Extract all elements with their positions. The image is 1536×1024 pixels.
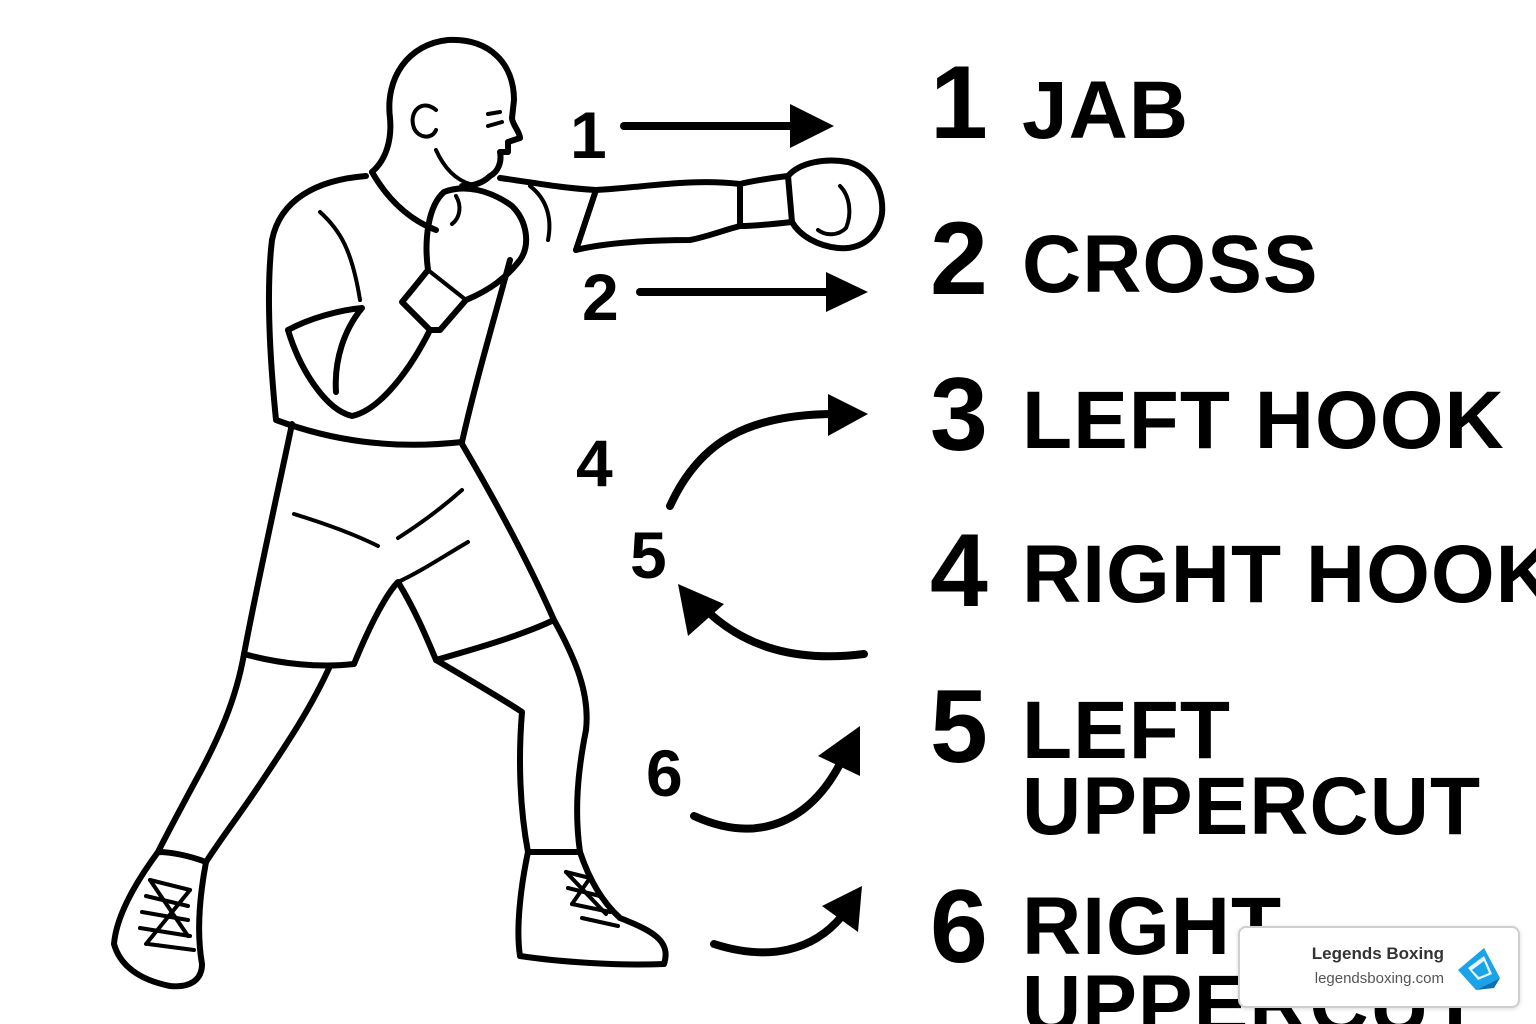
arrow-numbers: 1 2 4 5 6: [570, 98, 683, 810]
arrow-number-5: 5: [630, 518, 667, 592]
legends-boxing-badge[interactable]: Legends Boxing legendsboxing.com: [1238, 926, 1520, 1008]
right-hook-arrowhead: [678, 584, 724, 636]
left-hook-arrowhead: [828, 394, 868, 436]
legend-number: 2: [930, 201, 988, 317]
legend-item-right-hook: 4 RIGHT HOOK: [930, 513, 1536, 629]
arrow-number-1: 1: [570, 98, 607, 172]
cross-arrowhead: [826, 272, 868, 312]
left-hook-arrow: [666, 410, 840, 510]
legend-number: 1: [930, 45, 988, 161]
legend-item-jab: 1 JAB: [930, 45, 1189, 161]
arrows: [620, 104, 868, 957]
arrow-number-4: 4: [576, 426, 613, 500]
legend-label: LEFT HOOK: [1022, 375, 1505, 466]
badge-url: legendsboxing.com: [1314, 970, 1444, 987]
legend-number: 3: [930, 357, 988, 473]
legend-number: 4: [930, 513, 988, 629]
arrow-number-2: 2: [582, 260, 619, 334]
jab-arrowhead: [790, 104, 834, 148]
arrow-number-6: 6: [646, 736, 683, 810]
legend-label-line-1: RIGHT: [1022, 881, 1282, 972]
legend-label: RIGHT HOOK: [1022, 529, 1536, 620]
legend-label: CROSS: [1022, 219, 1319, 310]
right-uppercut-arrow: [710, 912, 846, 957]
legend-item-left-uppercut: 5 LEFT UPPERCUT: [930, 669, 1481, 852]
legends-boxing-logo-icon: [1458, 948, 1500, 990]
right-hook-arrow: [696, 600, 868, 661]
boxer-illustration: [111, 36, 886, 990]
legend-number: 5: [930, 669, 988, 785]
legend-item-left-hook: 3 LEFT HOOK: [930, 357, 1505, 473]
legend-item-cross: 2 CROSS: [930, 201, 1319, 317]
left-uppercut-arrow: [690, 756, 846, 833]
left-uppercut-arrowhead: [818, 726, 860, 776]
punch-legend: 1 JAB 2 CROSS 3 LEFT HOOK 4 RIGHT HOOK 5…: [930, 45, 1536, 1024]
legend-label: JAB: [1022, 65, 1189, 156]
legend-label-line-1: LEFT: [1022, 685, 1231, 776]
right-uppercut-arrowhead: [822, 886, 862, 932]
legend-label-line-2: UPPERCUT: [1022, 761, 1481, 852]
legend-number: 6: [930, 869, 988, 985]
badge-name: Legends Boxing: [1311, 944, 1444, 963]
